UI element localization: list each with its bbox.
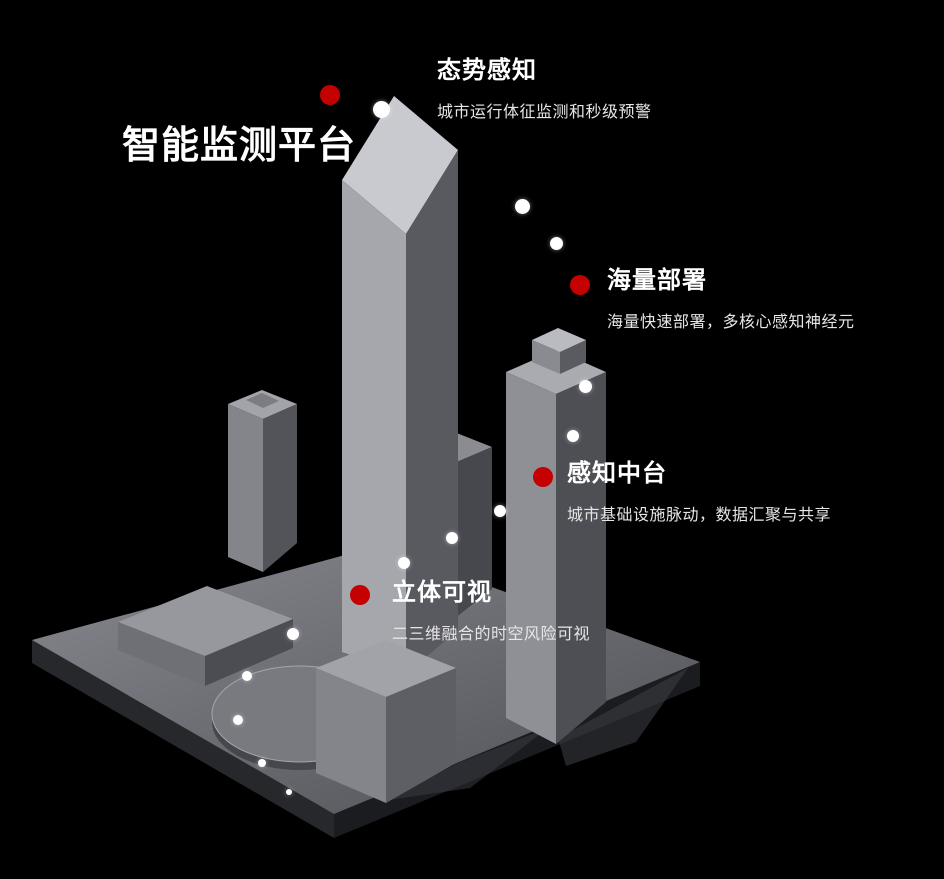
building-front-block-left: [316, 668, 386, 803]
shadow-front-block: [388, 728, 548, 800]
building-front-block-top: [316, 640, 456, 697]
building-main-tower-roof: [342, 96, 458, 234]
base-platform-side-left: [32, 640, 334, 838]
right-tower-cap-right: [560, 340, 586, 374]
feature-desc: 城市运行体征监测和秒级预警: [437, 104, 652, 122]
building-right-tower-left: [506, 372, 556, 744]
feature-3d-visualization: 立体可视 二三维融合的时空风险可视: [392, 579, 591, 644]
feature-desc: 海量快速部署，多核心感知神经元: [607, 314, 855, 332]
building-main-tower-left: [342, 180, 406, 674]
building-right-tower-right: [556, 372, 606, 744]
feature-massive-deployment: 海量部署 海量快速部署，多核心感知神经元: [607, 267, 855, 332]
building-front-block-right: [386, 668, 456, 803]
page-title: 智能监测平台: [122, 125, 357, 167]
building-main-tower-right: [406, 150, 458, 674]
building-left-tower-right: [263, 404, 297, 572]
building-left-tower-left: [228, 404, 263, 572]
feature-label: 感知中台: [567, 460, 667, 487]
feature-label: 海量部署: [607, 267, 707, 294]
feature-label: 立体可视: [392, 579, 492, 606]
building-low-slab-left: [118, 622, 205, 686]
feature-label: 态势感知: [437, 57, 537, 84]
feature-desc: 二三维融合的时空风险可视: [392, 626, 591, 644]
shadow-right-tower: [558, 668, 688, 766]
building-low-slab-top: [118, 586, 293, 656]
feature-perception-middle-platform: 感知中台 城市基础设施脉动，数据汇聚与共享: [567, 460, 832, 525]
building-low-slab-right: [205, 619, 293, 686]
right-tower-cap-top: [532, 328, 586, 352]
right-tower-cap-left: [532, 340, 560, 374]
feature-situation-awareness: 态势感知 城市运行体征监测和秒级预警: [437, 57, 652, 122]
building-left-tower-notch: [246, 393, 279, 408]
feature-desc: 城市基础设施脉动，数据汇聚与共享: [567, 507, 832, 525]
